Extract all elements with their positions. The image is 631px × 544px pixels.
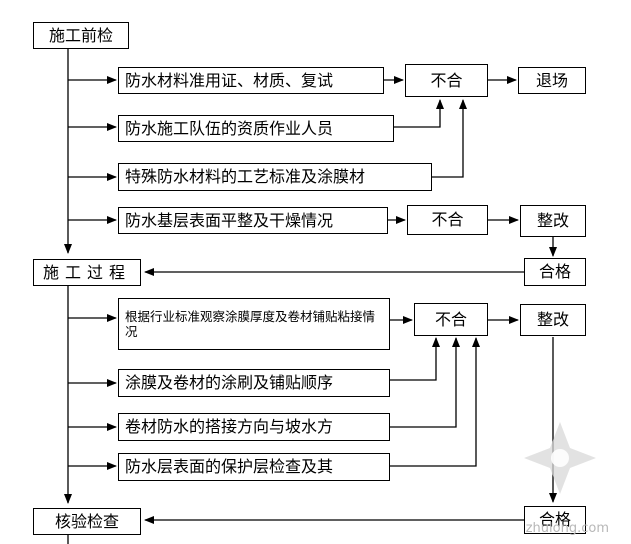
process-item-lap-direction: 卷材防水的搭接方向与坡水方 [118,413,390,441]
pre-item-material-certificate: 防水材料准用证、材质、复试 [118,67,384,94]
process-item-label: 涂膜及卷材的涂刷及铺贴顺序 [125,373,334,393]
result-exit: 退场 [518,67,586,94]
stage-process: 施工过程 [33,259,141,286]
stage-pre-check-label: 施工前检 [48,25,113,45]
process-item-label: 卷材防水的搭接方向与坡水方 [125,417,334,437]
stage-pre-check: 施工前检 [33,22,129,49]
watermark-logo-icon [524,422,596,494]
result-pass-2: 合格 [524,506,586,534]
process-item-application-order: 涂膜及卷材的涂刷及铺贴顺序 [118,369,390,397]
result-pass-label: 合格 [538,262,571,282]
result-fail-label: 不合 [431,210,464,230]
result-fail-label: 不合 [430,70,463,90]
result-pass-label: 合格 [538,510,571,530]
pre-item-base-surface: 防水基层表面平整及干燥情况 [118,207,388,234]
stage-process-label: 施工过程 [42,262,131,282]
result-rectify-label: 整改 [536,310,569,330]
result-rectify-2: 整改 [520,304,586,336]
result-fail-label: 不合 [434,309,467,329]
process-item-label: 根据行业标准观察涂膜厚度及卷材铺贴粘接情况 [125,309,376,339]
result-pass-1: 合格 [524,258,586,286]
stage-final-check: 核验检查 [33,508,141,535]
process-item-film-thickness: 根据行业标准观察涂膜厚度及卷材铺贴粘接情况 [118,298,390,350]
result-fail-1: 不合 [405,64,488,97]
stage-final-check-label: 核验检查 [54,511,119,531]
result-exit-label: 退场 [535,70,568,90]
process-item-protective-layer: 防水层表面的保护层检查及其 [118,453,390,481]
pre-item-label: 防水施工队伍的资质作业人员 [125,118,334,138]
result-rectify-1: 整改 [520,205,586,237]
pre-item-team-qualification: 防水施工队伍的资质作业人员 [118,115,394,142]
watermark-text: zhulong.com [525,521,609,536]
result-rectify-label: 整改 [536,211,569,231]
result-fail-2: 不合 [407,205,488,235]
process-item-label: 防水层表面的保护层检查及其 [125,457,334,477]
result-fail-3: 不合 [414,303,488,336]
pre-item-label: 防水基层表面平整及干燥情况 [125,210,334,230]
pre-item-special-material-standard: 特殊防水材料的工艺标准及涂膜材 [118,163,432,191]
pre-item-label: 防水材料准用证、材质、复试 [125,70,334,90]
pre-item-label: 特殊防水材料的工艺标准及涂膜材 [125,167,366,187]
